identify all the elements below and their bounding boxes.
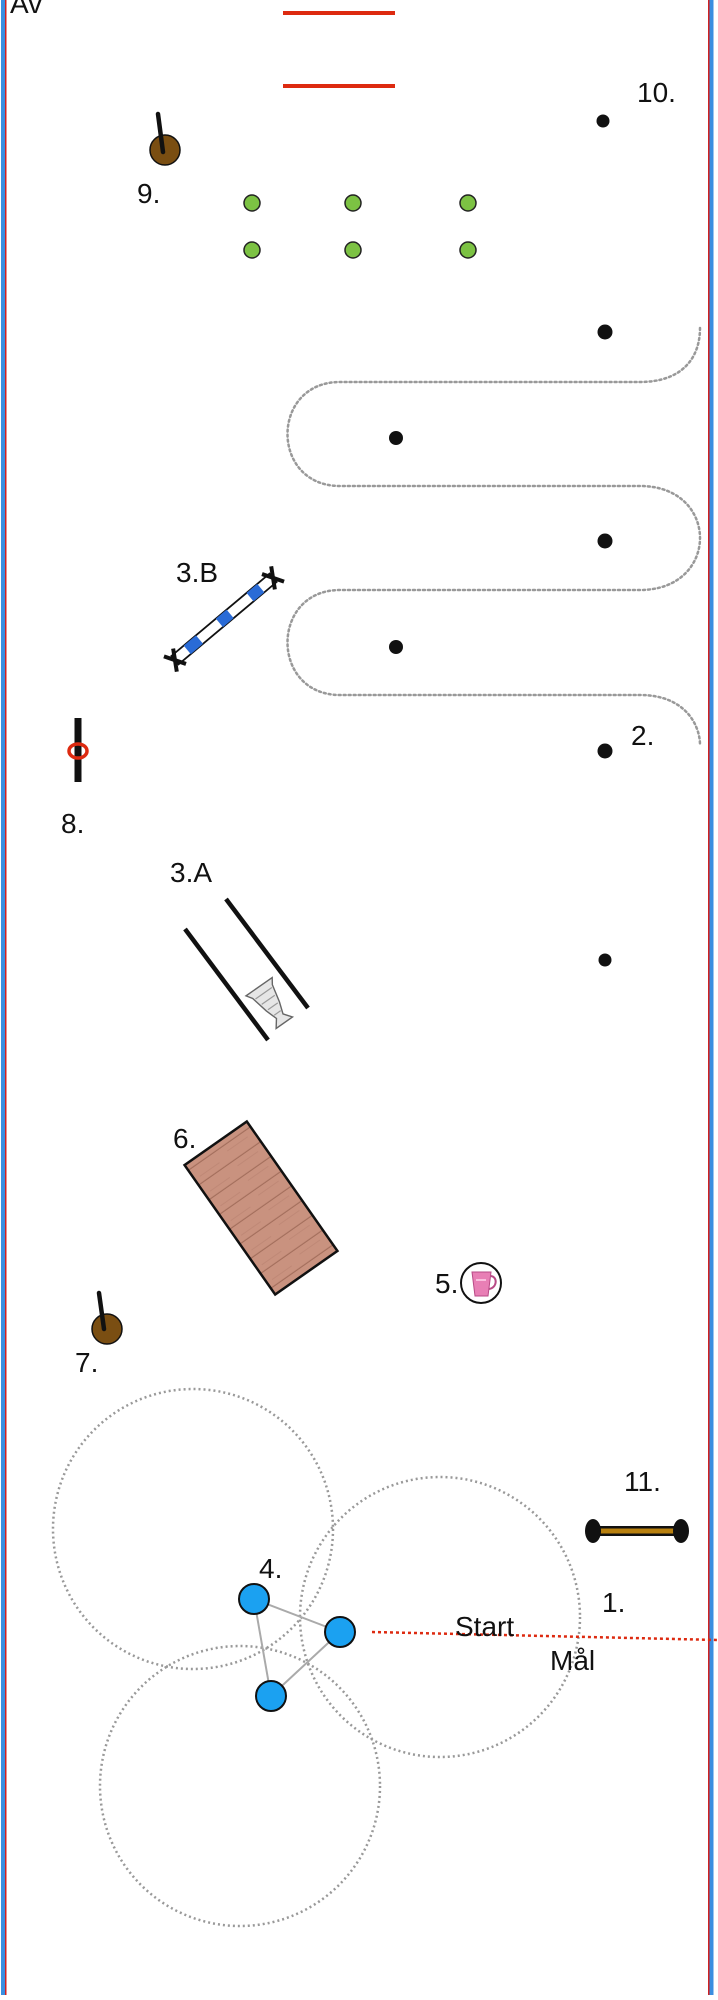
station-label-3b: 3.B xyxy=(176,559,218,587)
pitcher-icon xyxy=(461,1263,501,1303)
slalom-dots xyxy=(244,195,476,258)
station-label-8: 8. xyxy=(61,810,84,838)
corner-label: Av xyxy=(10,0,42,18)
station-label-10: 10. xyxy=(637,79,676,107)
station-label-9: 9. xyxy=(137,180,160,208)
station-label-5: 5. xyxy=(435,1270,458,1298)
top-red-bars xyxy=(283,13,395,86)
serpentine-path xyxy=(288,328,701,745)
cavaletti-11 xyxy=(585,1519,689,1543)
marker-dots xyxy=(389,115,613,967)
marker-dot-10 xyxy=(597,115,610,128)
station-label-4: 4. xyxy=(259,1555,282,1583)
station-label-1: 1. xyxy=(602,1589,625,1617)
station-label-3a: 3.A xyxy=(170,859,212,887)
goal-label: Mål xyxy=(550,1647,595,1675)
ring-post-8 xyxy=(69,718,87,782)
station-label-2: 2. xyxy=(631,722,654,750)
station-label-11: 11. xyxy=(624,1468,661,1496)
marker-dot xyxy=(598,325,613,340)
start-label: Start xyxy=(455,1613,514,1641)
marker-dot-2 xyxy=(598,744,613,759)
marker-dot xyxy=(599,954,612,967)
post-7 xyxy=(92,1293,122,1344)
cone-circles xyxy=(53,1389,580,1926)
post-9 xyxy=(150,114,180,165)
platform-6 xyxy=(185,1121,338,1294)
station-label-6: 6. xyxy=(173,1125,196,1153)
start-line xyxy=(372,1632,718,1640)
station-label-7: 7. xyxy=(75,1349,98,1377)
marker-dot xyxy=(389,431,403,445)
marker-dot xyxy=(598,534,613,549)
marker-dot xyxy=(389,640,403,654)
